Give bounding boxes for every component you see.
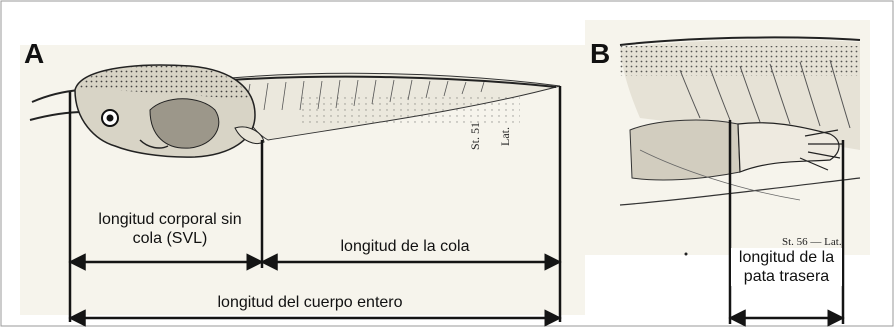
dorsal-pigment (620, 46, 860, 76)
panel-a-letter: A (24, 38, 44, 70)
stage-56-label: St. 56 — Lat. (782, 236, 842, 248)
lateral-label: Lat. (498, 106, 513, 146)
panel-b-letter: B (590, 38, 610, 70)
svl-label: longitud corporal sin cola (SVL) (90, 210, 250, 248)
pupil (107, 115, 114, 122)
stage-51-label: St. 51 (468, 90, 483, 150)
tail-stipple (300, 95, 520, 125)
thigh (630, 120, 740, 180)
tail-length-label: longitud de la cola (290, 237, 520, 256)
specimen-dot (685, 253, 688, 256)
hindlimb-length-label: longitud de la pata trasera (731, 248, 842, 286)
total-length-label: longitud del cuerpo entero (150, 293, 470, 312)
